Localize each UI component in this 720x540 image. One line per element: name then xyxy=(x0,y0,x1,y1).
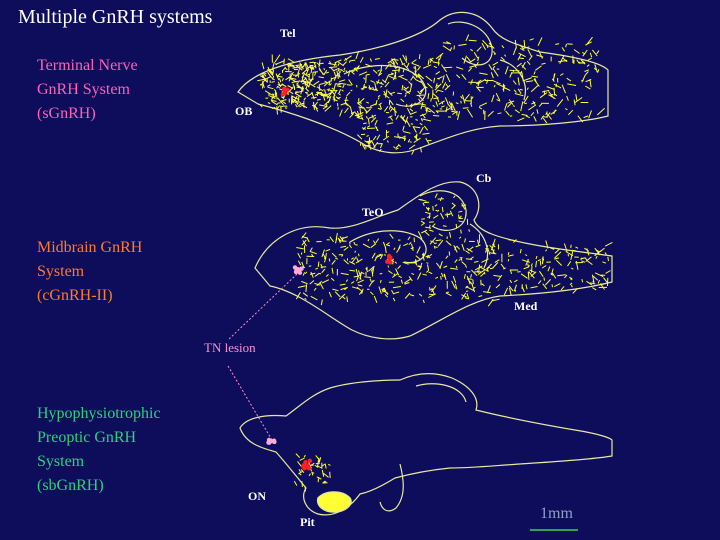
midbrain-system-label: Midbrain GnRH System (cGnRH-II) xyxy=(37,236,142,308)
fiber-cluster xyxy=(392,231,519,307)
label-pit: Pit xyxy=(300,515,315,529)
pituitary xyxy=(316,491,352,513)
scale-bar-label: 1mm xyxy=(540,505,573,522)
gnrh-fibers xyxy=(257,34,613,492)
label-teo: TeO xyxy=(362,205,384,219)
brain-outlines xyxy=(237,11,613,516)
label-line: System xyxy=(37,263,85,280)
label-line: Terminal Nerve xyxy=(37,57,138,74)
label-line: Preoptic GnRH xyxy=(37,429,137,446)
label-line: Midbrain GnRH xyxy=(37,239,143,256)
brain3-outline xyxy=(239,373,613,516)
fiber-cluster xyxy=(295,232,402,306)
label-ob: OB xyxy=(235,104,253,118)
lesion-line xyxy=(227,365,273,441)
tn-lesion-label: TN lesion xyxy=(204,340,256,355)
midbrain-cell xyxy=(387,259,392,264)
label-med: Med xyxy=(514,299,538,313)
brain3-inner xyxy=(415,383,467,403)
midbrain-cell xyxy=(388,255,393,261)
fiber-cluster xyxy=(293,453,331,492)
brain2-inner xyxy=(419,190,467,231)
label-line: System xyxy=(37,453,85,470)
preoptic-system-label: Hypophysiotrophic Preoptic GnRH System (… xyxy=(37,402,161,498)
label-cb: Cb xyxy=(476,171,492,185)
label-line: (sGnRH) xyxy=(37,105,96,122)
tn-lesion-cell xyxy=(294,268,299,273)
label-on: ON xyxy=(248,489,266,503)
tn-lesion-cell xyxy=(266,440,271,445)
preoptic-cell xyxy=(307,458,313,463)
brain1-inner xyxy=(499,59,526,101)
label-line: GnRH System xyxy=(37,81,130,98)
brain2-inner xyxy=(349,230,427,264)
terminal-nerve-cell xyxy=(283,87,288,93)
label-tel: Tel xyxy=(280,26,296,40)
fiber-cluster xyxy=(418,193,470,236)
fiber-cluster xyxy=(434,34,605,124)
gnrh-cell-bodies xyxy=(266,86,393,471)
slide-title: Multiple GnRH systems xyxy=(18,6,213,28)
label-line: Hypophysiotrophic xyxy=(37,405,161,422)
preoptic-cell xyxy=(305,463,311,469)
terminal-nerve-system-label: Terminal Nerve GnRH System (sGnRH) xyxy=(37,54,138,126)
label-line: (cGnRH-II) xyxy=(37,287,113,304)
brain1-inner xyxy=(447,21,493,66)
preoptic-cell xyxy=(303,460,308,465)
tn-lesion-cell xyxy=(269,439,274,444)
preoptic-cell xyxy=(302,466,307,471)
fiber-cluster xyxy=(517,240,613,294)
fiber-cluster xyxy=(356,107,432,155)
brain2-inner xyxy=(469,223,489,269)
brain3-inner xyxy=(379,463,404,512)
brain2-outline xyxy=(254,181,613,340)
fiber-cluster xyxy=(334,50,445,124)
fiber-cluster xyxy=(257,54,347,115)
lesion-line xyxy=(227,273,298,341)
label-line: (sbGnRH) xyxy=(37,477,104,494)
